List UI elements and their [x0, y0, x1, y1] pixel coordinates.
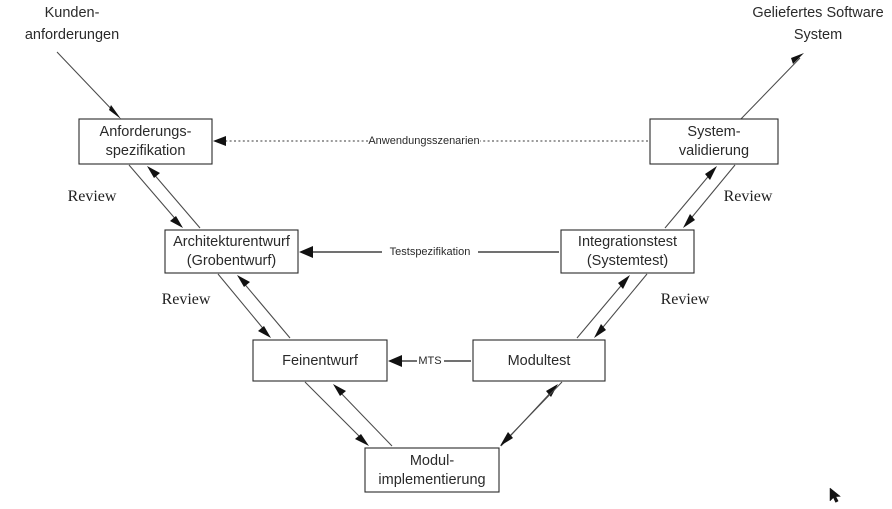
edge-testspezifikation: Testspezifikation: [299, 246, 559, 258]
label-kundenanforderungen: Kunden- anforderungen: [25, 5, 119, 43]
edge-integrationstest-to-systemvalidierung: [664, 166, 717, 229]
node-integrationstest-line2: (Systemtest): [587, 253, 668, 269]
node-anforderungsspezifikation-line2: spezifikation: [106, 143, 186, 159]
node-integrationstest[interactable]: Integrationstest (Systemtest): [560, 229, 695, 274]
review-label-left-lower: Review: [162, 291, 211, 308]
mouse-cursor-icon: [829, 487, 842, 503]
edge-feinentwurf-to-modulimpl: [304, 381, 369, 446]
edge-label-testspezifikation: Testspezifikation: [390, 246, 471, 258]
node-feinentwurf-rect[interactable]: [252, 339, 388, 382]
node-architekturentwurf-line1: Architekturentwurf: [173, 234, 291, 250]
edge-kundenanforderungen-in: [56, 51, 121, 119]
node-systemvalidierung[interactable]: System- validierung: [649, 118, 779, 165]
node-modultest-line1: Modultest: [508, 353, 571, 369]
edge-modultest-to-modulimpl-review: [500, 381, 563, 446]
edge-architektur-to-anforderung-review: [147, 166, 201, 229]
edge-architektur-to-feinentwurf: [217, 273, 271, 338]
node-modulimplementierung-line2: implementierung: [378, 472, 485, 488]
node-modulimplementierung[interactable]: Modul- implementierung: [364, 447, 500, 493]
label-geliefertes-software-system: Geliefertes Software System: [752, 5, 883, 43]
node-architekturentwurf[interactable]: Architekturentwurf (Grobentwurf): [164, 229, 299, 274]
label-geliefertes-software-system-line2: System: [794, 27, 842, 43]
edge-geliefertes-system-out: [737, 53, 804, 123]
edge-mts: MTS: [388, 355, 471, 367]
node-anforderungsspezifikation-line1: Anforderungs-: [100, 124, 192, 140]
edge-systemvalidierung-to-integrationstest-review: [683, 164, 736, 228]
label-kundenanforderungen-line2: anforderungen: [25, 27, 119, 43]
label-geliefertes-software-system-line1: Geliefertes Software: [752, 5, 883, 21]
node-modulimplementierung-line1: Modul-: [410, 453, 454, 469]
node-integrationstest-line1: Integrationstest: [578, 234, 677, 250]
edge-anforderung-to-architektur: [128, 164, 183, 228]
node-architekturentwurf-line2: (Grobentwurf): [187, 253, 276, 269]
edge-modulimpl-to-feinentwurf-review: [333, 384, 393, 447]
node-feinentwurf[interactable]: Feinentwurf: [252, 339, 388, 382]
label-kundenanforderungen-line1: Kunden-: [45, 5, 100, 21]
node-modultest[interactable]: Modultest: [472, 339, 606, 382]
node-architekturentwurf-rect[interactable]: [164, 229, 299, 274]
node-anforderungsspezifikation[interactable]: Anforderungs- spezifikation: [78, 118, 213, 165]
review-label-right-upper: Review: [724, 188, 773, 205]
edge-feinentwurf-to-architektur-review: [237, 275, 291, 339]
node-feinentwurf-line1: Feinentwurf: [282, 353, 359, 369]
node-integrationstest-rect[interactable]: [560, 229, 695, 274]
review-label-left-upper: Review: [68, 188, 117, 205]
node-systemvalidierung-line1: System-: [687, 124, 740, 140]
edge-label-mts: MTS: [418, 355, 441, 367]
review-label-right-lower: Review: [661, 291, 710, 308]
edge-modultest-to-integrationstest: [576, 275, 630, 339]
edge-anwendungsszenarien: Anwendungsszenarien: [213, 135, 648, 147]
node-systemvalidierung-rect[interactable]: [649, 118, 779, 165]
node-modulimplementierung-rect[interactable]: [364, 447, 500, 493]
node-anforderungsspezifikation-rect[interactable]: [78, 118, 213, 165]
edge-label-anwendungsszenarien: Anwendungsszenarien: [368, 135, 479, 147]
edge-integrationstest-to-modultest-review: [594, 273, 648, 338]
node-modultest-rect[interactable]: [472, 339, 606, 382]
node-systemvalidierung-line2: validierung: [679, 143, 749, 159]
